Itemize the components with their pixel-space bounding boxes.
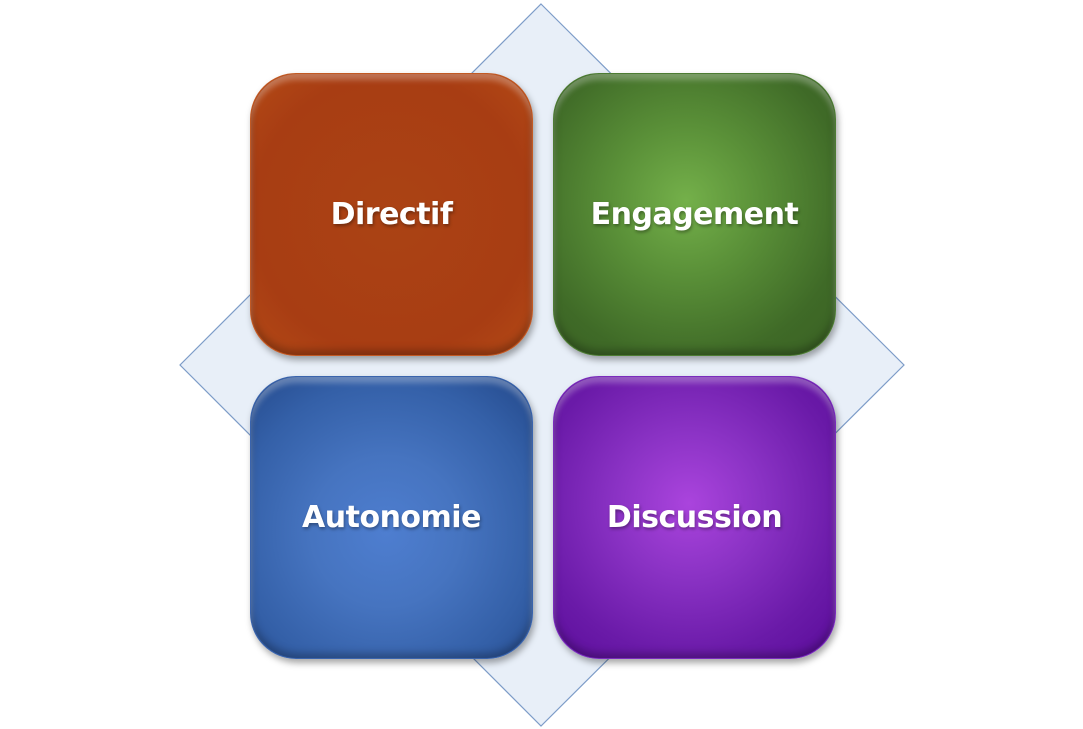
quadrant-directif: Directif <box>250 73 533 356</box>
quadrant-label-directif: Directif <box>330 197 453 232</box>
quadrant-engagement: Engagement <box>553 73 836 356</box>
quadrant-label-autonomie: Autonomie <box>302 500 481 535</box>
quadrant-label-discussion: Discussion <box>606 500 783 535</box>
quadrant-autonomie: Autonomie <box>250 376 533 659</box>
quadrant-discussion: Discussion <box>553 376 836 659</box>
quadrant-label-engagement: Engagement <box>590 197 799 232</box>
